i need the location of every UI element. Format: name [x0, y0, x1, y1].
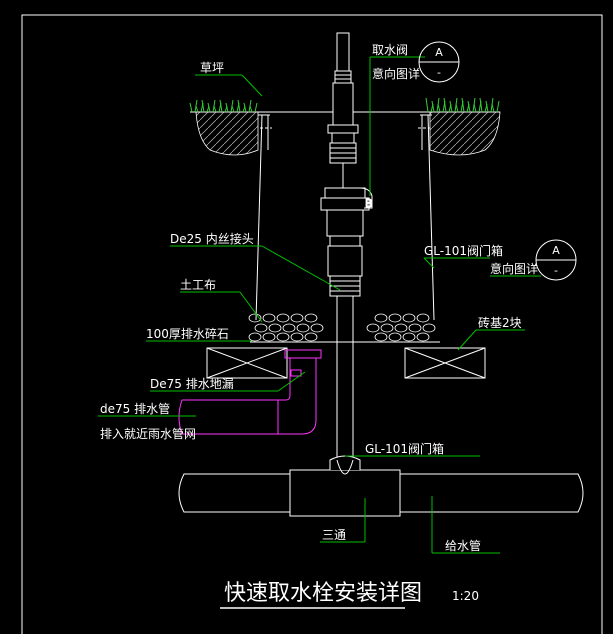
- drawing-title: 快速取水栓安装详图: [224, 581, 422, 606]
- drawing-frame: [21, 14, 603, 634]
- label-geotextile: 土工布: [180, 278, 216, 292]
- valve-body: B: [320, 187, 373, 297]
- svg-text:B: B: [365, 197, 373, 210]
- label-inner-thread-joint: De25 内丝接头: [170, 231, 254, 246]
- supply-pipe: [178, 455, 584, 517]
- valve-box: [255, 114, 435, 321]
- soil-right: [429, 111, 501, 156]
- label-drain-to: 排入就近雨水管网: [100, 426, 196, 441]
- gravel-layer: [248, 313, 436, 342]
- label-see-intent-2: 意向图详: [490, 261, 538, 276]
- leaders: [98, 56, 541, 554]
- label-gravel: 100厚排水碎石: [146, 326, 229, 341]
- label-supply-pipe: 给水管: [445, 538, 481, 553]
- bubble-1-bottom: -: [437, 66, 441, 79]
- label-drain-pipe: de75 排水管: [100, 401, 170, 416]
- ref-bubble-2: A -: [535, 239, 577, 281]
- ref-bubble-1: A -: [418, 41, 460, 83]
- label-see-intent-1: 意向图详: [372, 66, 420, 81]
- label-hydrant-valve: 取水阀: [372, 43, 408, 57]
- label-valve-box: GL-101阀门箱: [424, 243, 503, 258]
- label-tee: 三通: [322, 528, 346, 542]
- floor-drain: [178, 349, 322, 435]
- bubble-2-bottom: -: [554, 264, 558, 277]
- riser-pipe: [336, 296, 354, 460]
- grass-right: [425, 97, 500, 113]
- bubble-2-top: A: [552, 244, 560, 257]
- label-brick-base: 砖基2块: [478, 315, 522, 330]
- bubble-1-top: A: [435, 46, 443, 59]
- brick-left: [206, 347, 288, 379]
- hydrant-head: [327, 32, 359, 188]
- grass-left: [189, 99, 258, 113]
- brick-right: [404, 347, 486, 379]
- label-valve-box-lower: GL-101阀门箱: [365, 441, 444, 456]
- soil-left: [195, 111, 259, 156]
- label-floor-drain: De75 排水地漏: [150, 377, 234, 391]
- drawing-scale: 1:20: [452, 589, 479, 603]
- label-lawn: 草坪: [200, 61, 224, 75]
